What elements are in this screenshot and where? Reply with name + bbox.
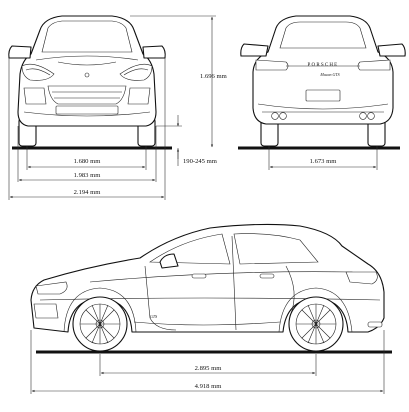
height-dimension: 1.696 mm xyxy=(200,16,228,148)
width-with-mirrors-label: 2.194 mm xyxy=(74,189,102,196)
front-right-headlight xyxy=(119,63,153,81)
side-exhaust xyxy=(367,321,383,328)
wheelbase-label: 2.895 mm xyxy=(195,365,223,372)
side-headlight xyxy=(35,281,68,295)
side-front-wheel xyxy=(72,296,128,352)
rear-exhaust-right-outer xyxy=(367,112,375,120)
front-crest xyxy=(84,72,90,78)
rear-brand-badge: PORSCHE xyxy=(308,63,339,68)
side-rear-door-handle xyxy=(259,273,275,279)
side-front-door-handle xyxy=(191,273,207,279)
side-mirror xyxy=(159,253,179,269)
rear-right-taillight xyxy=(357,59,391,71)
front-right-mirror xyxy=(142,45,166,59)
ground-clearance-label: 190-245 mm xyxy=(183,158,218,165)
rear-view: PORSCHE Macan GTS 1.673 mm xyxy=(238,15,406,170)
side-model-badge: GTS xyxy=(150,314,157,319)
side-rear-window xyxy=(233,233,319,265)
rear-exhaust-left-outer xyxy=(271,112,279,120)
front-right-intake xyxy=(127,87,151,105)
front-track-label: 1.680 mm xyxy=(74,158,102,165)
rear-model-badge: Macan GTS xyxy=(319,72,339,77)
front-plate xyxy=(55,105,119,115)
rear-left-mirror xyxy=(240,43,269,57)
rear-plate xyxy=(305,89,341,102)
side-rear-wheel xyxy=(288,296,344,352)
rear-window xyxy=(279,21,367,49)
rear-right-mirror xyxy=(377,43,406,57)
front-windshield xyxy=(41,20,133,53)
front-left-headlight xyxy=(21,63,55,81)
rear-exhaust-left-inner xyxy=(279,112,287,120)
rear-exhaust-right-inner xyxy=(359,112,367,120)
front-grille xyxy=(47,85,127,105)
rear-track-label: 1.673 mm xyxy=(310,158,338,165)
front-left-intake xyxy=(23,87,47,105)
width-without-mirrors-label: 1.983 mm xyxy=(74,172,102,179)
length-label: 4.918 mm xyxy=(195,383,223,390)
height-label: 1.696 mm xyxy=(200,73,228,80)
side-view: GTS 2.895 mm 4.918 mm xyxy=(30,223,392,394)
front-left-mirror xyxy=(8,45,32,59)
front-view: 1.680 mm 1.983 mm 2.194 mm 190-245 mm xyxy=(8,15,218,200)
rear-left-taillight xyxy=(255,59,289,71)
side-front-intake xyxy=(33,303,59,319)
side-taillight xyxy=(345,271,378,285)
